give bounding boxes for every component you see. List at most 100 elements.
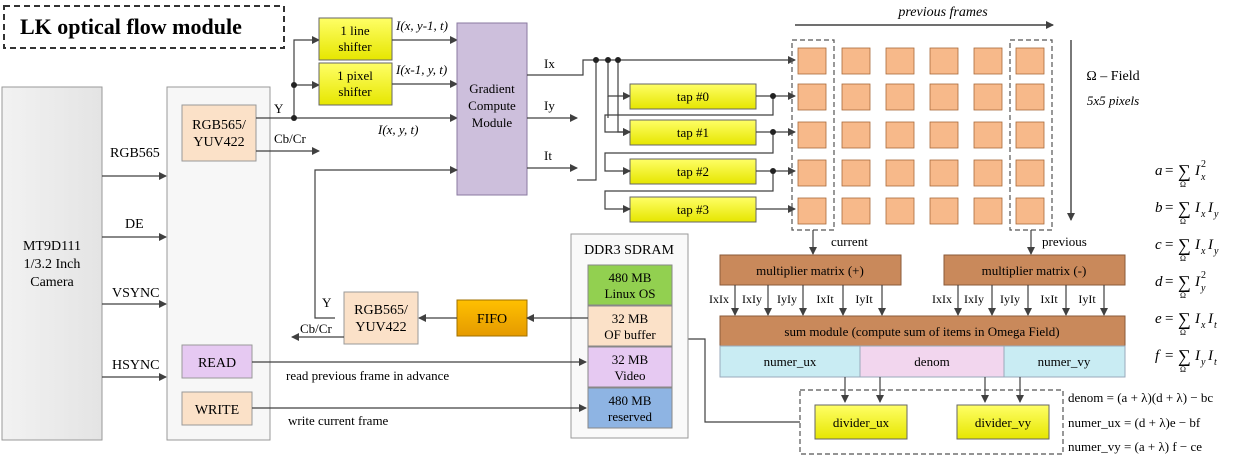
equation-sub2: y bbox=[1213, 246, 1219, 257]
denom-label: denom bbox=[914, 354, 949, 369]
mult-pos-label: multiplier matrix (+) bbox=[756, 263, 864, 278]
input-converter: RGB565/ YUV422 bbox=[181, 104, 257, 162]
gradient-label-2: Compute bbox=[468, 98, 516, 113]
pixel-shifter-output-label: I(x-1, y, t) bbox=[395, 62, 447, 77]
fifo-label: FIFO bbox=[477, 312, 507, 327]
divider-ux: divider_ux bbox=[814, 404, 908, 440]
field-pixel bbox=[841, 83, 871, 111]
omega-field-grid bbox=[797, 47, 1045, 225]
numer-ux-equation: numer_ux = (d + λ)e − bf bbox=[1068, 415, 1201, 430]
sum-outputs: numer_ux denom numer_vy bbox=[719, 345, 1126, 378]
sum-sign: ∑ bbox=[1178, 272, 1191, 292]
equation-sup: 2 bbox=[1201, 159, 1206, 170]
previous-frames-label: previous frames bbox=[897, 5, 988, 20]
equation-base2: I bbox=[1207, 200, 1214, 216]
omega-field-label: Ω – Field bbox=[1086, 69, 1139, 84]
equation-sub1: y bbox=[1200, 357, 1206, 368]
svg-text:=: = bbox=[1165, 348, 1173, 364]
field-pixel bbox=[797, 197, 827, 225]
line-shifter-label-2: shifter bbox=[338, 39, 372, 54]
equation-base2: I bbox=[1207, 311, 1214, 327]
field-pixel bbox=[1015, 83, 1045, 111]
rgb565-signal-label: RGB565 bbox=[110, 146, 160, 161]
field-pixel bbox=[973, 159, 1003, 187]
mult-neg-output-label: IxIx bbox=[932, 292, 952, 306]
field-pixel bbox=[797, 47, 827, 75]
mult-pos-output-label: IxIy bbox=[742, 292, 762, 306]
tap-0: tap #0 bbox=[629, 83, 757, 110]
svg-text:=: = bbox=[1165, 237, 1173, 253]
read-description: read previous frame in advance bbox=[286, 368, 449, 383]
camera-signals bbox=[102, 172, 167, 381]
previous-label: previous bbox=[1042, 234, 1087, 249]
equation-sub1: y bbox=[1200, 283, 1206, 294]
tap-label: tap #3 bbox=[677, 202, 709, 217]
equation-sub2: t bbox=[1214, 357, 1217, 368]
y-distribution-lines bbox=[256, 36, 458, 122]
gradient-label-1: Gradient bbox=[469, 81, 515, 96]
mult-neg-output-label: IyIy bbox=[1000, 292, 1020, 306]
field-pixel bbox=[929, 197, 959, 225]
field-pixel bbox=[797, 121, 827, 149]
field-pixel bbox=[1015, 197, 1045, 225]
equation-base: I bbox=[1194, 200, 1201, 216]
pixel-shifter-label-1: 1 pixel bbox=[337, 68, 373, 83]
output-cbcr-label: Cb/Cr bbox=[300, 321, 332, 336]
equation-lhs: d bbox=[1155, 274, 1163, 290]
svg-text:=: = bbox=[1165, 274, 1173, 290]
field-pixel bbox=[885, 121, 915, 149]
field-pixel bbox=[973, 121, 1003, 149]
input-y-label: Y bbox=[274, 101, 284, 116]
sum-module-label: sum module (compute sum of items in Omeg… bbox=[784, 324, 1059, 339]
multiplier-matrix-negative: multiplier matrix (-) bbox=[943, 254, 1126, 286]
output-converter: RGB565/ YUV422 bbox=[343, 291, 419, 345]
denom-equation: denom = (a + λ)(d + λ) − bc bbox=[1068, 390, 1213, 405]
equation-base: I bbox=[1194, 311, 1201, 327]
ddr-block-purpose: OF buffer bbox=[604, 327, 656, 342]
numer-vy-label: numer_vy bbox=[1038, 354, 1091, 369]
field-pixel bbox=[841, 121, 871, 149]
svg-text:=: = bbox=[1165, 163, 1173, 179]
field-pixel bbox=[797, 159, 827, 187]
tap-1: tap #1 bbox=[629, 119, 757, 146]
fifo-block: FIFO bbox=[456, 299, 528, 337]
mult-pos-output-label: IyIt bbox=[855, 292, 873, 306]
field-pixel bbox=[973, 47, 1003, 75]
input-converter-label-2: YUV422 bbox=[193, 135, 244, 150]
field-pixel bbox=[973, 197, 1003, 225]
junction-dot bbox=[291, 82, 297, 88]
line-shifter-output-label: I(x, y-1, t) bbox=[395, 18, 448, 33]
field-pixel bbox=[841, 159, 871, 187]
equation-sub2: y bbox=[1213, 209, 1219, 220]
mult-pos-output-label: IyIy bbox=[777, 292, 797, 306]
input-cbcr-label: Cb/Cr bbox=[274, 131, 306, 146]
ddr-block-purpose: Linux OS bbox=[605, 286, 656, 301]
pixel-shifter-label-2: shifter bbox=[338, 84, 372, 99]
omega-subscript: Ω bbox=[1180, 328, 1186, 337]
de-signal-label: DE bbox=[125, 217, 144, 232]
ddr-block-size: 32 MB bbox=[612, 352, 649, 367]
mult-pos-output-label: IxIx bbox=[709, 292, 729, 306]
omega-subscript: Ω bbox=[1180, 365, 1186, 374]
mult-neg-output-label: IyIt bbox=[1078, 292, 1096, 306]
ddr-block-purpose: reserved bbox=[608, 409, 653, 424]
field-pixel bbox=[973, 83, 1003, 111]
svg-text:=: = bbox=[1165, 200, 1173, 216]
equation-lhs: a bbox=[1155, 163, 1163, 179]
mult-pos-output-label: IxIt bbox=[816, 292, 834, 306]
mult-neg-label: multiplier matrix (-) bbox=[982, 263, 1087, 278]
field-pixel bbox=[885, 197, 915, 225]
equation-sup: 2 bbox=[1201, 270, 1206, 281]
field-pixel bbox=[1015, 159, 1045, 187]
divider-ux-label: divider_ux bbox=[833, 415, 890, 430]
multiplier-matrix-positive: multiplier matrix (+) bbox=[719, 254, 902, 286]
